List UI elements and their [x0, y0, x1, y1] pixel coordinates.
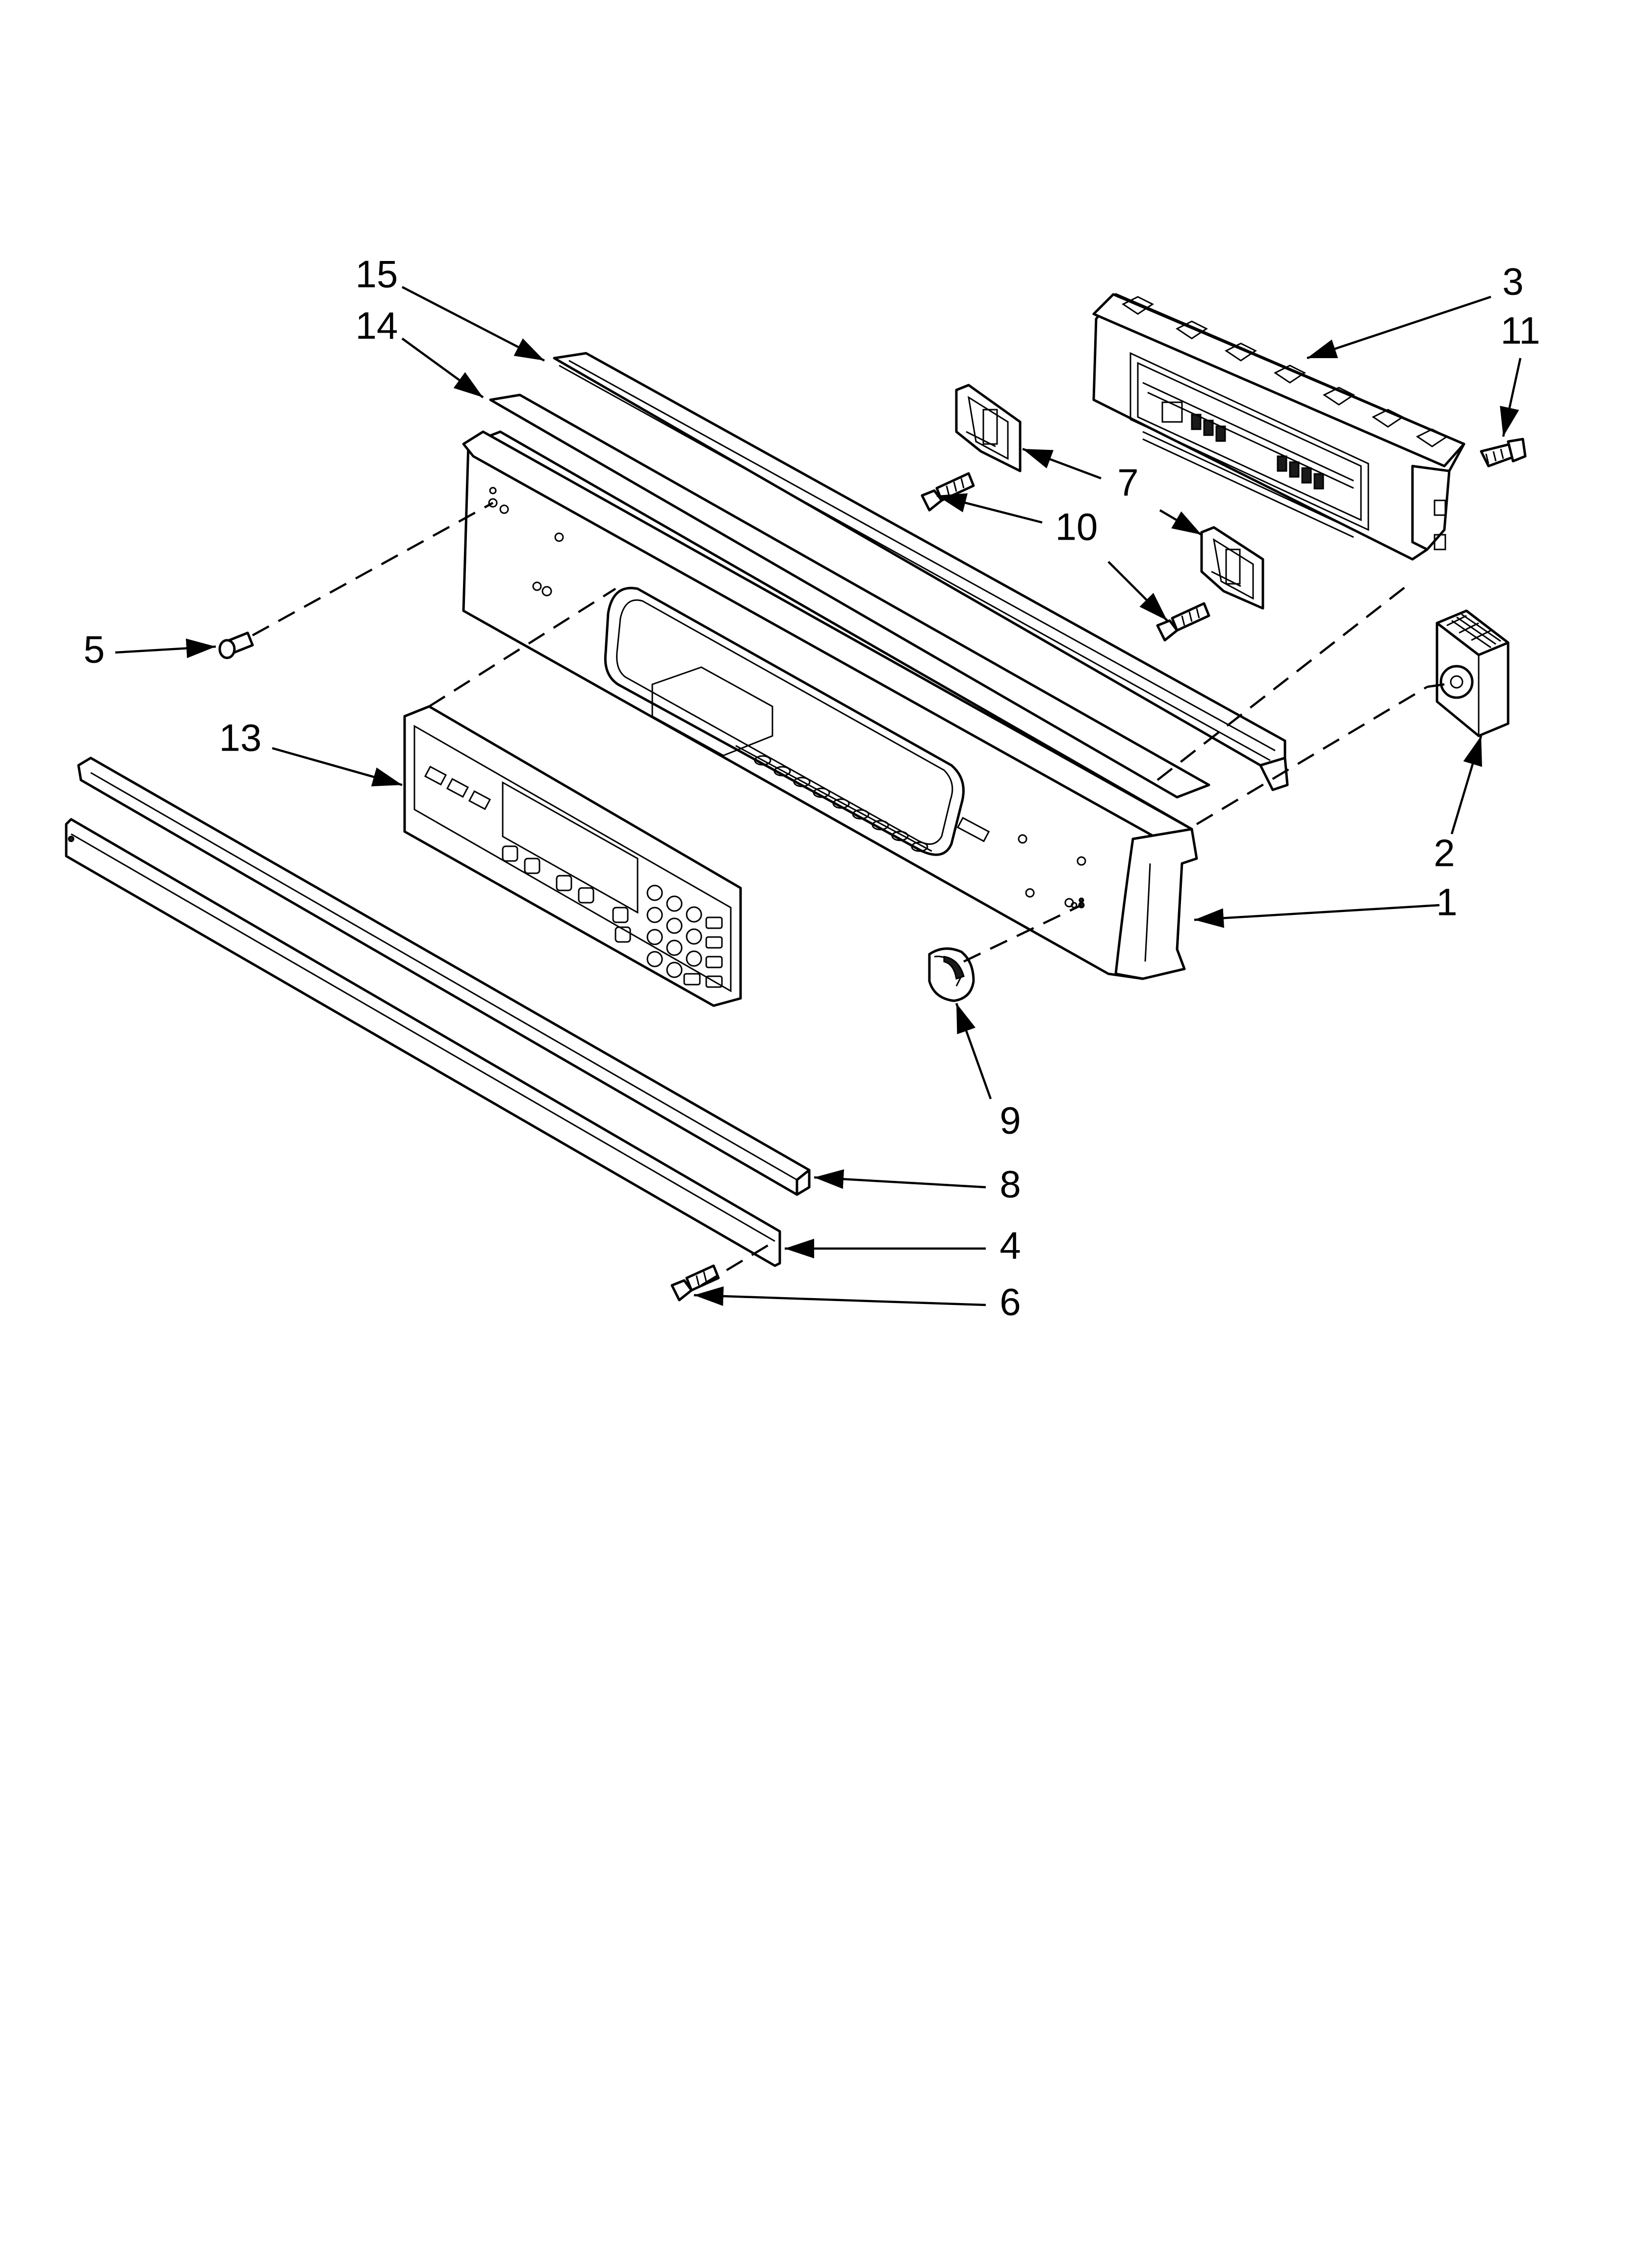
callout-2: 2 — [1434, 832, 1455, 875]
callout-11: 11 — [1501, 309, 1540, 352]
part-2-rotary-switch — [1427, 609, 1510, 737]
display-segments — [1142, 382, 1354, 538]
part-7-bracket-upper — [955, 384, 1022, 472]
callout-7: 7 — [1117, 461, 1138, 504]
part-5-plug-button — [218, 631, 254, 659]
callout-15: 15 — [356, 253, 398, 296]
part-6-screw — [670, 1264, 720, 1302]
part-10-screw-upper — [921, 472, 975, 512]
callout-9: 9 — [1000, 1099, 1021, 1142]
part-13-touchpad-overlay — [403, 705, 742, 1007]
callout-1: 1 — [1436, 881, 1457, 924]
assembly-dashed-lines — [252, 502, 1428, 1286]
callout-13: 13 — [219, 716, 262, 759]
callout-5: 5 — [83, 628, 104, 671]
vent-grid — [1446, 613, 1501, 649]
part-9-knob — [928, 947, 975, 1002]
callout-3: 3 — [1502, 260, 1523, 303]
callout-8: 8 — [1000, 1163, 1021, 1206]
callout-labels: 15 14 3 11 7 10 5 13 2 1 9 8 4 6 — [83, 253, 1540, 1324]
part-7-bracket-lower — [1200, 526, 1264, 610]
keypad — [646, 885, 723, 988]
part-8-trim-channel — [77, 756, 811, 1196]
part-1-control-panel — [462, 430, 1198, 980]
callout-4: 4 — [1000, 1224, 1021, 1267]
window-button-row — [754, 755, 928, 852]
leader-arrows — [115, 286, 1522, 1306]
part-15-top-trim — [553, 352, 1289, 791]
part-14-panel-strip — [489, 393, 1210, 799]
callout-14: 14 — [356, 304, 398, 347]
part-10-screw-lower — [1156, 602, 1210, 642]
part-11-screw — [1480, 438, 1527, 468]
part-4-trim-strip — [65, 818, 781, 1267]
part-3-control-board — [1092, 293, 1465, 561]
callout-10: 10 — [1055, 505, 1098, 548]
callout-6: 6 — [1000, 1280, 1021, 1324]
